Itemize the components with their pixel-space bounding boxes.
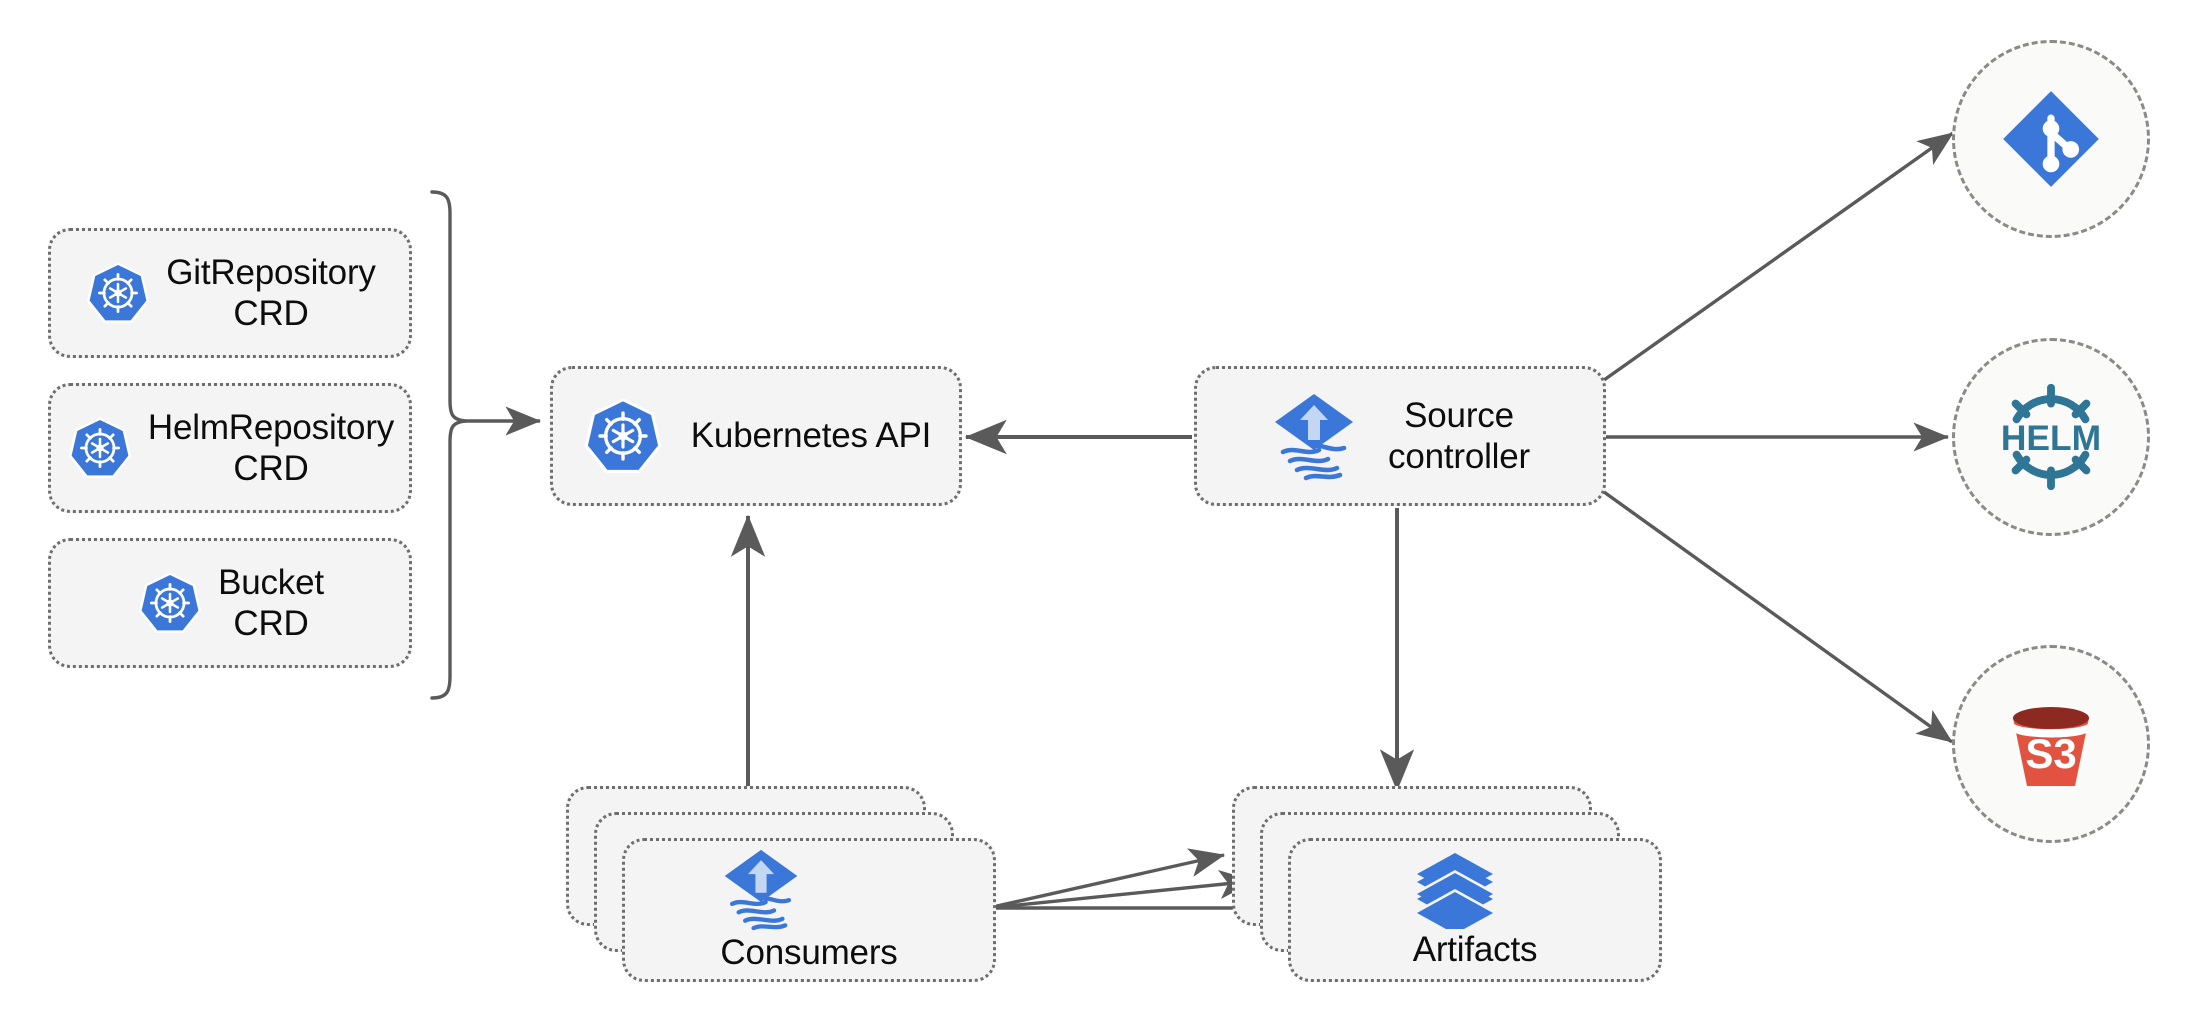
arrow-consumers-to-artifacts-middle bbox=[987, 869, 1256, 910]
node-label: Consumers bbox=[720, 933, 898, 973]
crd-box-helmrepository[interactable]: HelmRepository CRD bbox=[48, 383, 412, 513]
kubernetes-icon bbox=[66, 414, 134, 482]
arrow-source-controller-to-git bbox=[1603, 131, 1954, 382]
node-source-controller[interactable]: Source controller bbox=[1194, 366, 1606, 506]
crd-label: HelmRepository CRD bbox=[147, 407, 395, 488]
git-icon bbox=[1999, 87, 2103, 191]
artifacts-stack-layer-front[interactable]: Artifacts bbox=[1288, 838, 1662, 982]
flux-icon bbox=[1270, 390, 1358, 482]
source-circle-git[interactable] bbox=[1952, 40, 2150, 238]
crd-box-bucket[interactable]: Bucket CRD bbox=[48, 538, 412, 668]
source-circle-s3[interactable]: S3 bbox=[1952, 645, 2150, 843]
helm-icon: HELM bbox=[1992, 378, 2110, 496]
s3-wordmark: S3 bbox=[2025, 730, 2076, 777]
consumers-stack-layer-front[interactable]: Consumers bbox=[622, 838, 996, 982]
layers-icon bbox=[1413, 849, 1538, 935]
arrow-consumers-to-artifacts-top bbox=[987, 848, 1225, 910]
helm-wordmark: HELM bbox=[2001, 418, 2101, 458]
kubernetes-icon bbox=[136, 569, 204, 637]
crd-group-brace bbox=[430, 190, 467, 700]
node-kubernetes-api[interactable]: Kubernetes API bbox=[550, 366, 962, 506]
node-label: Source controller bbox=[1388, 395, 1530, 476]
arrow-source-controller-to-s3 bbox=[1603, 490, 1953, 744]
flux-icon bbox=[720, 846, 897, 932]
node-consumers[interactable]: Consumers bbox=[566, 786, 996, 982]
source-circle-helm[interactable]: HELM bbox=[1952, 338, 2150, 536]
crd-label: Bucket CRD bbox=[218, 562, 324, 643]
crd-box-gitrepository[interactable]: GitRepository CRD bbox=[48, 228, 412, 358]
node-label: Kubernetes API bbox=[690, 416, 932, 456]
node-label: Artifacts bbox=[1412, 930, 1538, 970]
crd-label: GitRepository CRD bbox=[166, 252, 376, 333]
kubernetes-icon bbox=[581, 394, 665, 478]
node-artifacts[interactable]: Artifacts bbox=[1232, 786, 1662, 982]
kubernetes-icon bbox=[84, 259, 152, 327]
s3-bucket-icon: S3 bbox=[1995, 688, 2107, 800]
